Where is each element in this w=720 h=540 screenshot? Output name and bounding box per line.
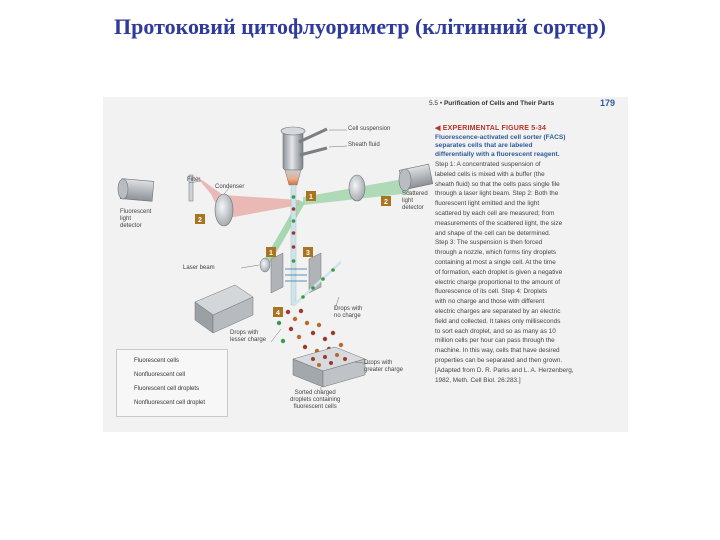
legend-item: Nonfluorescent cell xyxy=(134,372,185,378)
section-title: Purification of Cells and Their Parts xyxy=(444,100,554,107)
scattered-light-detector xyxy=(399,164,433,191)
caption-line: through a laser light beam. Step 2: Both… xyxy=(435,189,625,199)
step-badge-label: 2 xyxy=(198,217,202,224)
caption-line: properties can be separated and then gro… xyxy=(435,356,625,366)
step-badge-label: 1 xyxy=(309,194,313,201)
caption-line: electric charges are separated by an ele… xyxy=(435,307,625,317)
sample-chamber xyxy=(283,130,303,170)
scatter-lens xyxy=(349,175,365,201)
caption-line: machine. In this way, cells that have de… xyxy=(435,346,625,356)
legend-item: Fluorescent cells xyxy=(134,358,179,364)
label-condenser: Condenser xyxy=(215,184,244,191)
caption-line: and shape of the cell can be determined. xyxy=(435,229,625,239)
figure-title-line: differentially with a fluorescent reagen… xyxy=(435,151,623,159)
caption-line: of formation, each droplet is given a ne… xyxy=(435,268,625,278)
label-sheath-fluid: Sheath fluid xyxy=(348,142,380,149)
caption-line: 1982, Meth. Cell Biol. 26:283.] xyxy=(435,376,625,386)
fluorescence-light-beam xyxy=(195,175,299,219)
bullet: • xyxy=(440,100,442,107)
caption-line: fluorescence of its cell. Step 4: Drople… xyxy=(435,287,625,297)
step-badge-label: 2 xyxy=(384,199,388,206)
label-fluorescent-detector: Fluorescent light detector xyxy=(120,209,151,229)
caption-line: electric charge proportional to the amou… xyxy=(435,278,625,288)
caption-line: labeled cells is mixed with a buffer (th… xyxy=(435,170,625,180)
cell-stream xyxy=(291,185,296,305)
label-filter: Filter xyxy=(187,177,200,184)
caption-line: Step 3: The suspension is then forced xyxy=(435,238,625,248)
label-cell-suspension: Cell suspension xyxy=(348,126,390,133)
caption-line: with no charge and those with different xyxy=(435,297,625,307)
caption-line: scattered by each cell are measured; fro… xyxy=(435,209,625,219)
label-sorted-droplets: Sorted charged droplets containing fluor… xyxy=(290,390,340,410)
caption-line: measurements of the scattered light, the… xyxy=(435,219,625,229)
caption-line: million cells per hour can pass through … xyxy=(435,336,625,346)
caption-line: field and collected. It takes only milli… xyxy=(435,317,625,327)
condenser-lens xyxy=(215,194,233,226)
legend-item: Fluorescent cell droplets xyxy=(134,386,199,392)
step-badge-label: 1 xyxy=(269,250,273,257)
figure-caption-body: Step 1: A concentrated suspension of lab… xyxy=(435,160,625,385)
running-head: 5.5 • Purification of Cells and Their Pa… xyxy=(429,100,554,107)
section-number: 5.5 xyxy=(429,100,438,107)
label-drops-greater-charge: Drops with greater charge xyxy=(364,360,403,374)
caption-line: through a nozzle, which forms tiny dropl… xyxy=(435,248,625,258)
caption-line: to sort each droplet, and so as many as … xyxy=(435,327,625,337)
collection-tray xyxy=(293,347,365,387)
label-drops-no-charge: Drops with no charge xyxy=(334,306,362,320)
step-badge-label: 4 xyxy=(276,310,280,317)
page-number: 179 xyxy=(600,98,615,108)
label-drops-lesser-charge: Drops with lesser charge xyxy=(230,330,266,344)
caption-line: sheath fluid) so that the cells pass sin… xyxy=(435,180,625,190)
fluorescent-light-detector xyxy=(118,179,154,202)
caption-line: fluorescent light emitted and the light xyxy=(435,199,625,209)
textbook-page-image: 1 2 2 1 3 4 5.5 • Purification of Cells … xyxy=(103,97,628,432)
label-scattered-detector: Scattered light detector xyxy=(402,191,428,211)
legend-item: Nonfluorescent cell droplet xyxy=(134,400,205,406)
figure-title-line: Fluorescence-activated cell sorter (FACS… xyxy=(435,134,623,142)
step-badge-label: 3 xyxy=(306,250,310,257)
slide-title: Протоковий цитофлуориметр (клітинний сор… xyxy=(0,14,720,40)
figure-label: ◀ EXPERIMENTAL FIGURE 5-34 xyxy=(435,124,546,132)
label-laser-beam: Laser beam xyxy=(183,265,215,272)
caption-line: Step 1: A concentrated suspension of xyxy=(435,160,625,170)
figure-title: Fluorescence-activated cell sorter (FACS… xyxy=(435,134,623,159)
caption-line: containing at most a single cell. At the… xyxy=(435,258,625,268)
caption-line: [Adapted from D. R. Parks and L. A. Herz… xyxy=(435,366,625,376)
figure-title-line: separates cells that are labeled xyxy=(435,142,623,150)
laser-source xyxy=(195,285,253,333)
